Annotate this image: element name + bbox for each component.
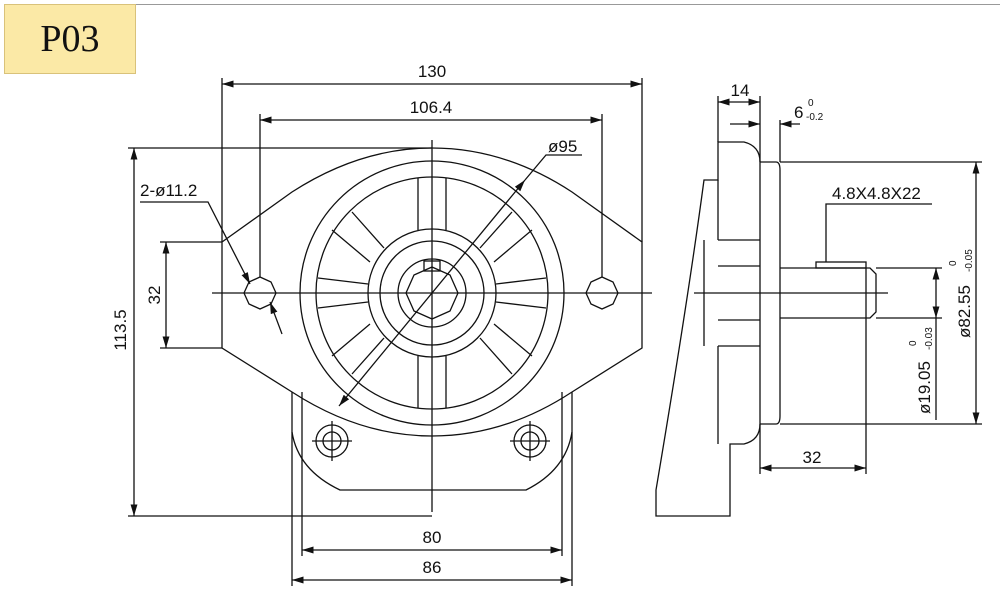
label-6: 6	[794, 103, 803, 122]
front-flange-outline	[221, 147, 643, 437]
label-80: 80	[423, 528, 442, 547]
part-code-text: P03	[40, 18, 100, 60]
label-106: 106.4	[410, 98, 453, 117]
side-body-outline	[655, 141, 761, 517]
label-14: 14	[731, 81, 750, 100]
dim-line-d95	[338, 179, 526, 407]
key-leader	[825, 203, 932, 262]
frame-top-border	[136, 4, 1000, 5]
label-d19-lower-tol: -0.03	[924, 327, 935, 350]
label-d19: ø19.05	[915, 361, 934, 414]
label-6-lower-tol: -0.2	[806, 112, 824, 123]
label-key: 4.8X4.8X22	[832, 184, 921, 203]
label-113: 113.5	[111, 309, 130, 350]
label-holes: 2-ø11.2	[140, 181, 197, 200]
label-32-vertical: 32	[145, 286, 164, 305]
holes-leader	[140, 201, 251, 285]
label-d95: ø95	[548, 137, 577, 156]
label-86: 86	[423, 558, 442, 577]
label-d19-upper-tol: 0	[908, 340, 919, 346]
label-d82-upper-tol: 0	[948, 260, 959, 266]
label-d82: ø82.55	[955, 285, 974, 338]
label-6-upper-tol: 0	[808, 98, 814, 109]
part-code-label: P03	[4, 4, 136, 74]
front-lower-body	[291, 392, 573, 491]
label-shaft32: 32	[803, 448, 822, 467]
label-d82-lower-tol: -0.05	[964, 249, 975, 272]
shaft-key	[815, 261, 867, 269]
label-130: 130	[418, 62, 446, 81]
